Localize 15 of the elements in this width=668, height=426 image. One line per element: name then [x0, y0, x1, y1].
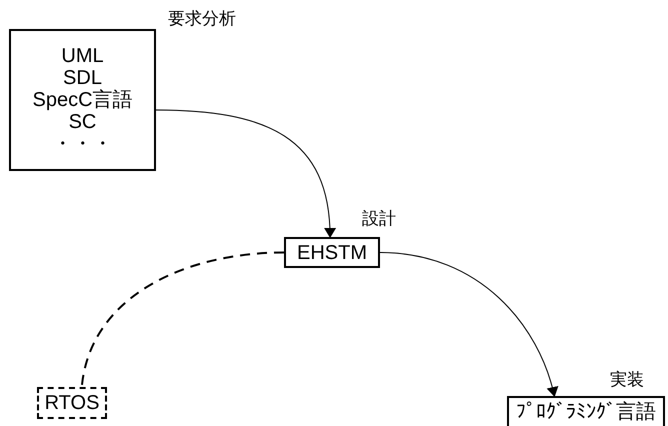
node-label: UML — [61, 45, 104, 67]
node-label: RTOS — [44, 392, 100, 414]
stage-heading: 設計 — [362, 208, 396, 230]
node-label: ﾌﾟﾛｸﾞﾗﾐﾝｸﾞ言語 — [516, 401, 656, 423]
arrow — [156, 109, 336, 238]
node-label: SDL — [63, 67, 102, 89]
node-label: EHSTM — [297, 242, 367, 264]
stage-heading: 要求分析 — [168, 8, 236, 30]
node-label: ・・・ — [52, 133, 112, 155]
stage-heading: 実装 — [610, 369, 644, 391]
dashed-box — [37, 387, 107, 419]
node-label: SpecC言語 — [32, 89, 133, 111]
dashed-connector — [80, 252, 284, 388]
arrow — [380, 252, 558, 397]
node-label: SC — [68, 111, 96, 133]
